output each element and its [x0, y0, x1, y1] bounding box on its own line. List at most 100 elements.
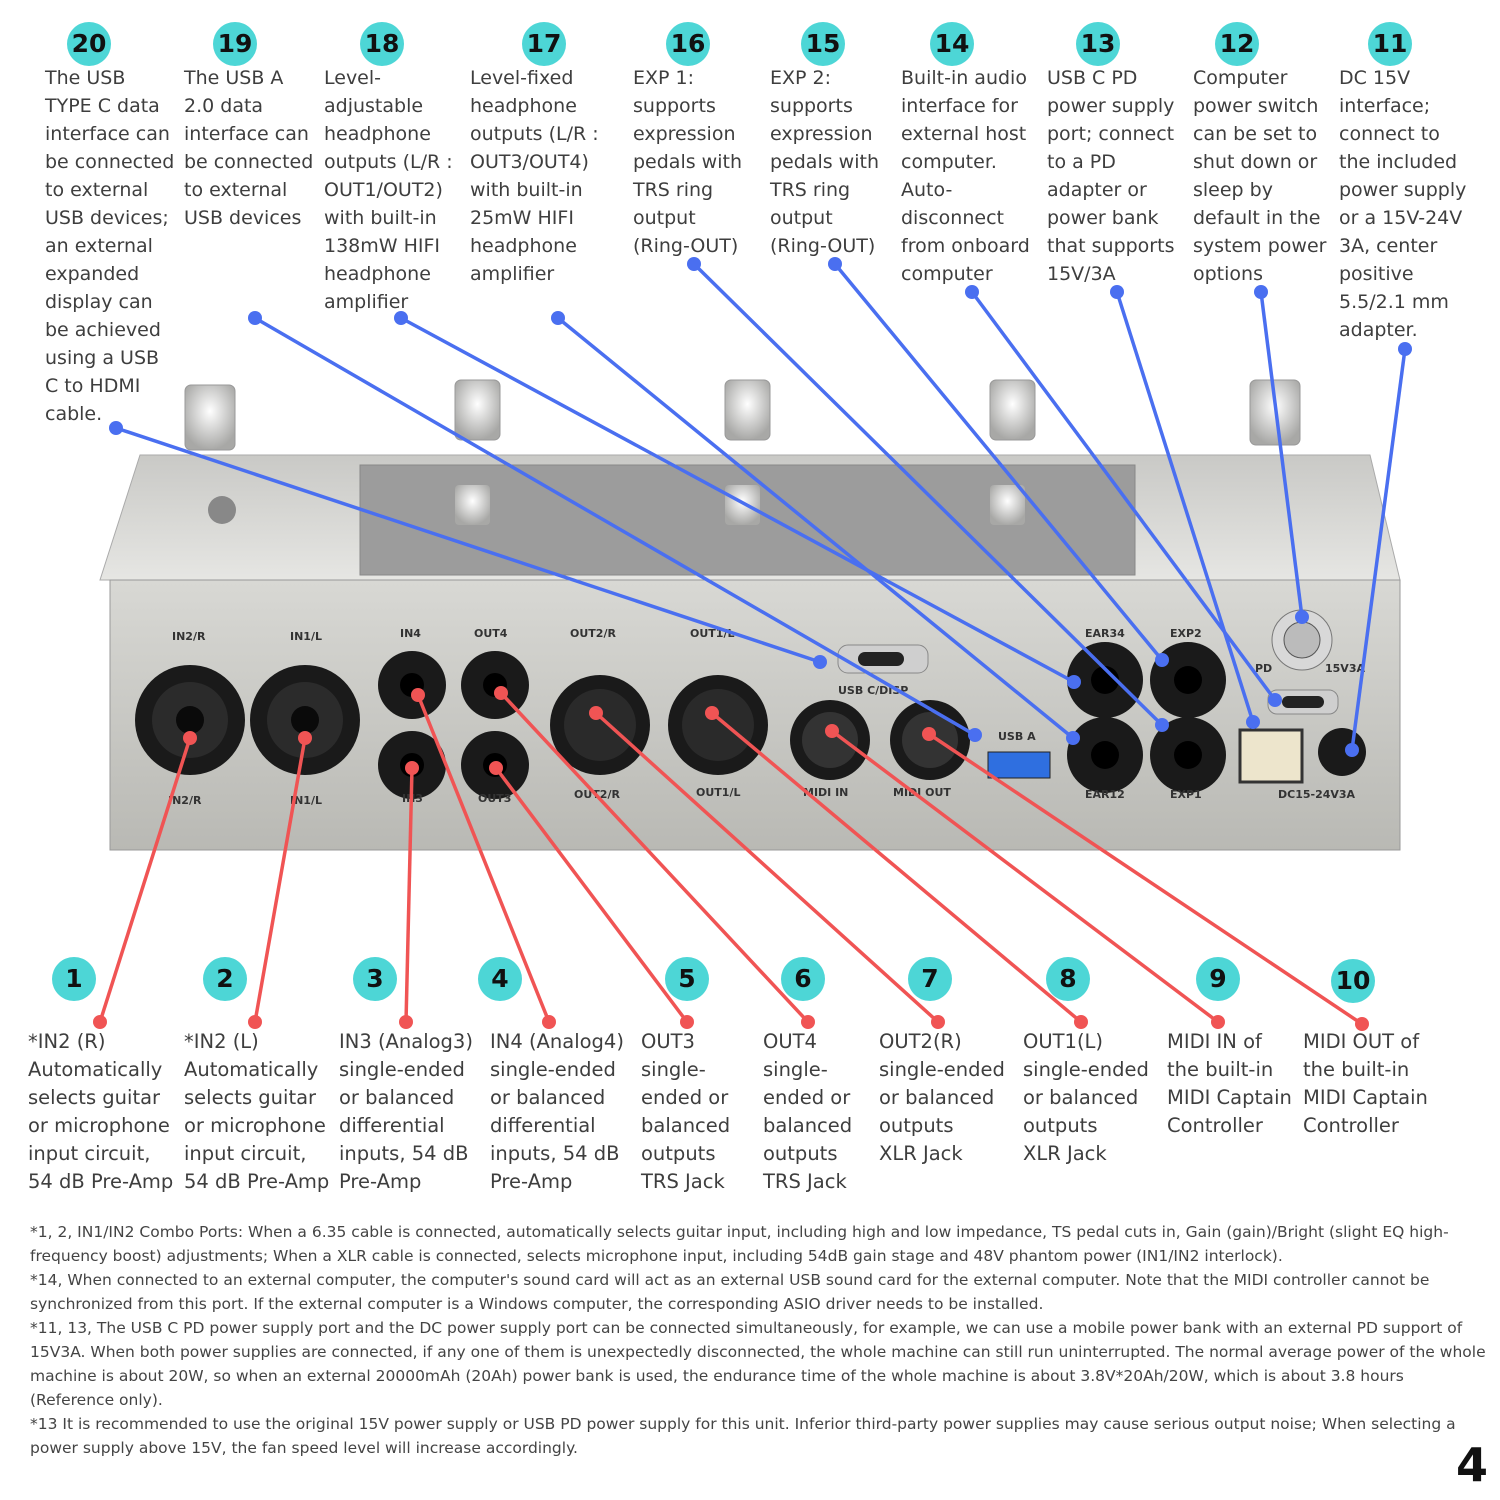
leader-19: [254, 316, 976, 737]
leader-19-dot: [968, 728, 982, 742]
svg-text:IN2/R: IN2/R: [172, 630, 206, 643]
callout-text-20: The USB TYPE C data interface can be con…: [45, 67, 175, 425]
leader-8: [710, 711, 1083, 1024]
svg-text:IN1/L: IN1/L: [290, 794, 322, 807]
leader-9-dot: [1211, 1015, 1225, 1029]
svg-text:OUT1/L: OUT1/L: [690, 627, 734, 640]
callout-text-7: OUT2(R) single-ended or balanced outputs…: [879, 1030, 1005, 1165]
leader-5: [494, 766, 689, 1024]
callout-text-13: USB C PD power supply port; connect to a…: [1047, 67, 1175, 285]
leader-10-dot: [922, 727, 936, 741]
callout-text-3: IN3 (Analog3) single-ended or balanced d…: [339, 1030, 473, 1193]
callout-badge-7: 7: [908, 957, 952, 1001]
footnote-1: *1, 2, IN1/IN2 Combo Ports: When a 6.35 …: [30, 1223, 1449, 1265]
callout-badge-2: 2: [203, 957, 247, 1001]
leader-lines: [93, 257, 1412, 1031]
footnote-4: *13 It is recommended to use the origina…: [30, 1415, 1456, 1457]
callout-badge-8: 8: [1046, 957, 1090, 1001]
callout-text-16: EXP 1: supports expression pedals with T…: [633, 67, 742, 257]
leader-13-dot: [1110, 285, 1124, 299]
callout-badge-12: 12: [1215, 22, 1259, 66]
callout-badge-3: 3: [353, 957, 397, 1001]
leader-9: [830, 729, 1220, 1024]
callout-badge-4: 4: [478, 957, 522, 1001]
callout-badge-13: 13: [1076, 22, 1120, 66]
footnotes: *1, 2, IN1/IN2 Combo Ports: When a 6.35 …: [30, 1220, 1490, 1460]
svg-text:DC15-24V3A: DC15-24V3A: [1278, 788, 1356, 801]
leader-14-dot: [1268, 693, 1282, 707]
svg-text:EAR12: EAR12: [1085, 788, 1125, 801]
usb-a-port: [987, 751, 1051, 779]
leader-6-dot: [801, 1015, 815, 1029]
leader-20: [115, 426, 821, 664]
callout-badge-17: 17: [522, 22, 566, 66]
leader-17-dot: [551, 311, 565, 325]
svg-text:PD: PD: [1255, 662, 1272, 675]
leader-15: [833, 262, 1164, 662]
leader-15-dot: [1155, 653, 1169, 667]
leader-6-dot: [494, 686, 508, 700]
svg-text:EXP1: EXP1: [1170, 788, 1202, 801]
leader-17-dot: [1066, 731, 1080, 745]
leader-13: [1115, 291, 1255, 723]
leader-20-dot: [813, 655, 827, 669]
dc-jack: [1318, 728, 1366, 776]
callout-text-10: MIDI OUT of the built-in MIDI Captain Co…: [1303, 1030, 1428, 1137]
leader-4: [416, 694, 551, 1023]
leader-19-dot: [248, 311, 262, 325]
leader-6: [499, 691, 810, 1024]
callout-text-2: *IN2 (L) Automatically selects guitar or…: [184, 1030, 330, 1193]
callout-text-12: Computer power switch can be set to shut…: [1193, 67, 1327, 285]
callout-badge-18: 18: [360, 22, 404, 66]
leader-1-dot: [93, 1015, 107, 1029]
leader-9-dot: [825, 724, 839, 738]
svg-text:IN2/R: IN2/R: [168, 794, 202, 807]
svg-text:EXP2: EXP2: [1170, 627, 1202, 640]
leader-12-dot: [1254, 285, 1268, 299]
leader-3-dot: [399, 1015, 413, 1029]
callout-badge-10: 10: [1331, 959, 1375, 1003]
footswitches: [184, 379, 1301, 451]
svg-text:OUT4: OUT4: [474, 627, 508, 640]
leader-2-dot: [248, 1015, 262, 1029]
svg-text:EAR34: EAR34: [1085, 627, 1125, 640]
svg-text:IN4: IN4: [400, 627, 421, 640]
callout-text-6: OUT4 single- ended or balanced outputs T…: [763, 1030, 853, 1193]
leader-17: [556, 316, 1075, 740]
callout-badge-20: 20: [67, 22, 111, 66]
leader-4-dot: [542, 1015, 556, 1029]
leader-11-dot: [1345, 743, 1359, 757]
callout-badge-11: 11: [1368, 22, 1412, 66]
svg-text:15V3A: 15V3A: [1325, 662, 1365, 675]
svg-text:MIDI IN: MIDI IN: [803, 786, 848, 799]
callout-text-9: MIDI IN of the built-in MIDI Captain Con…: [1167, 1030, 1292, 1137]
leader-16-dot: [1155, 718, 1169, 732]
footnote-2: *14, When connected to an external compu…: [30, 1271, 1430, 1313]
page-number: 4: [1455, 1438, 1488, 1492]
callout-text-18: Level- adjustable headphone outputs (L/R…: [324, 67, 453, 313]
callout-badge-19: 19: [213, 22, 257, 66]
leader-18-dot: [394, 311, 408, 325]
callout-badge-6: 6: [781, 957, 825, 1001]
leader-11-dot: [1398, 342, 1412, 356]
leader-16-dot: [687, 257, 701, 271]
footnote-3: *11, 13, The USB C PD power supply port …: [30, 1319, 1486, 1409]
callout-badge-15: 15: [801, 22, 845, 66]
ear-exp-jacks: [1067, 642, 1226, 793]
svg-text:OUT2/R: OUT2/R: [570, 627, 616, 640]
callout-text-5: OUT3 single- ended or balanced outputs T…: [641, 1030, 731, 1193]
leader-12: [1259, 291, 1304, 618]
leader-7-dot: [931, 1015, 945, 1029]
callout-badge-5: 5: [665, 957, 709, 1001]
leader-10: [928, 732, 1363, 1026]
combo-jacks: [135, 665, 360, 775]
leader-14-dot: [965, 285, 979, 299]
leader-13-dot: [1246, 715, 1260, 729]
leader-18: [400, 316, 1075, 684]
leader-2-dot: [298, 731, 312, 745]
leader-8-dot: [705, 706, 719, 720]
leader-4-dot: [411, 688, 425, 702]
callout-badge-9: 9: [1196, 957, 1240, 1001]
svg-text:OUT1/L: OUT1/L: [696, 786, 740, 799]
